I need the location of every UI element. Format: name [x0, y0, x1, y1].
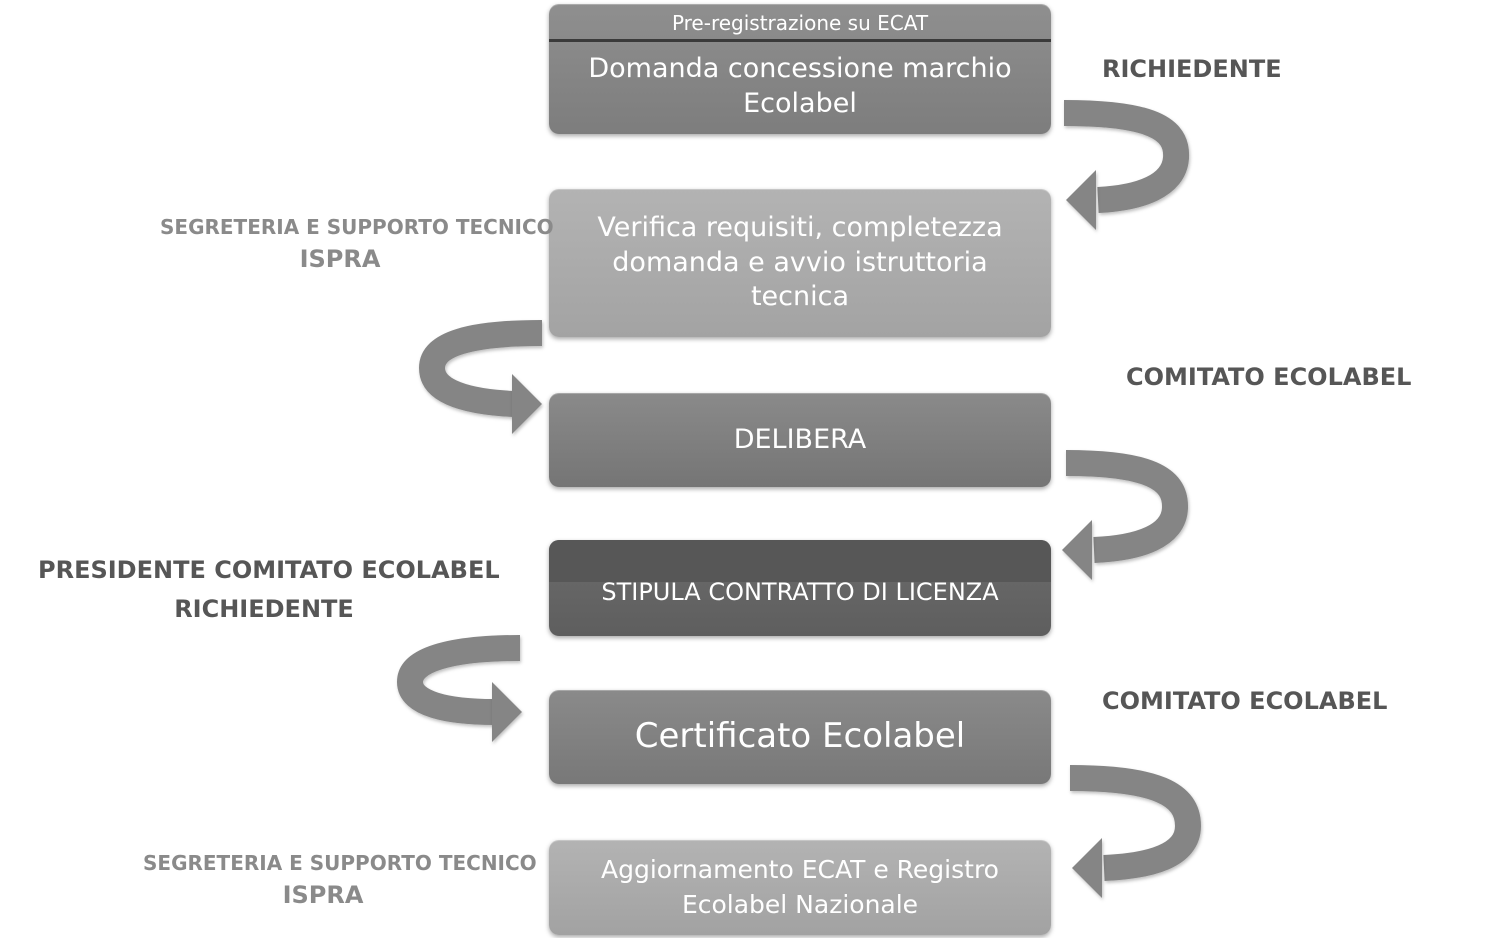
arrow-left-2-body — [396, 635, 521, 725]
actor-president-label: PRESIDENTE COMITATO ECOLABEL RICHIEDENTE — [38, 551, 500, 629]
secretariat-org-1: ISPRA — [299, 245, 381, 273]
step-verification-box: Verifica requisiti, completezza domanda … — [549, 189, 1051, 337]
step-resolution-box: DELIBERA — [549, 393, 1051, 487]
actor-applicant-label: RICHIEDENTE — [1102, 55, 1282, 83]
arrow-right-1-head — [1066, 170, 1096, 230]
step-certificate-box: Certificato Ecolabel — [549, 690, 1051, 784]
actor-secretariat-label-1: SEGRETERIA E SUPPORTO TECNICO ISPRA — [160, 215, 554, 273]
application-label: Domanda concessione marchio Ecolabel — [588, 53, 1012, 119]
arrow-right-3-head — [1072, 838, 1102, 898]
actor-secretariat-label-2: SEGRETERIA E SUPPORTO TECNICO ISPRA — [143, 851, 537, 909]
license-contract-label: STIPULA CONTRATTO DI LICENZA — [601, 577, 999, 606]
arrow-right-3-body — [1069, 765, 1202, 881]
president-title: PRESIDENTE COMITATO ECOLABEL — [38, 556, 500, 584]
step-update-box: Aggiornamento ECAT e Registro Ecolabel N… — [549, 840, 1051, 935]
arrow-left-2-head — [492, 682, 522, 742]
certificate-label: Certificato Ecolabel — [634, 716, 966, 757]
arrow-left-1-body — [418, 320, 543, 417]
pre-registration-label: Pre-registrazione su ECAT — [549, 4, 1051, 42]
president-applicant: RICHIEDENTE — [174, 595, 354, 623]
arrow-right-2-body — [1065, 450, 1188, 563]
arrow-right-1-body — [1063, 100, 1190, 213]
step-application-box: Pre-registrazione su ECAT Domanda conces… — [549, 4, 1051, 134]
arrow-left-1-head — [512, 374, 542, 434]
secretariat-title-1: SEGRETERIA E SUPPORTO TECNICO — [160, 215, 554, 239]
step-license-contract-box: STIPULA CONTRATTO DI LICENZA — [549, 540, 1051, 636]
secretariat-org-2: ISPRA — [282, 881, 364, 909]
actor-committee-label-1: COMITATO ECOLABEL — [1126, 363, 1412, 391]
secretariat-title-2: SEGRETERIA E SUPPORTO TECNICO — [143, 851, 537, 875]
verification-label: Verifica requisiti, completezza domanda … — [597, 212, 1003, 313]
actor-committee-label-2: COMITATO ECOLABEL — [1102, 687, 1388, 715]
resolution-label: DELIBERA — [733, 423, 867, 455]
update-label: Aggiornamento ECAT e Registro Ecolabel N… — [601, 855, 999, 919]
license-contract-band — [549, 540, 1051, 582]
arrow-right-2-head — [1062, 520, 1092, 580]
